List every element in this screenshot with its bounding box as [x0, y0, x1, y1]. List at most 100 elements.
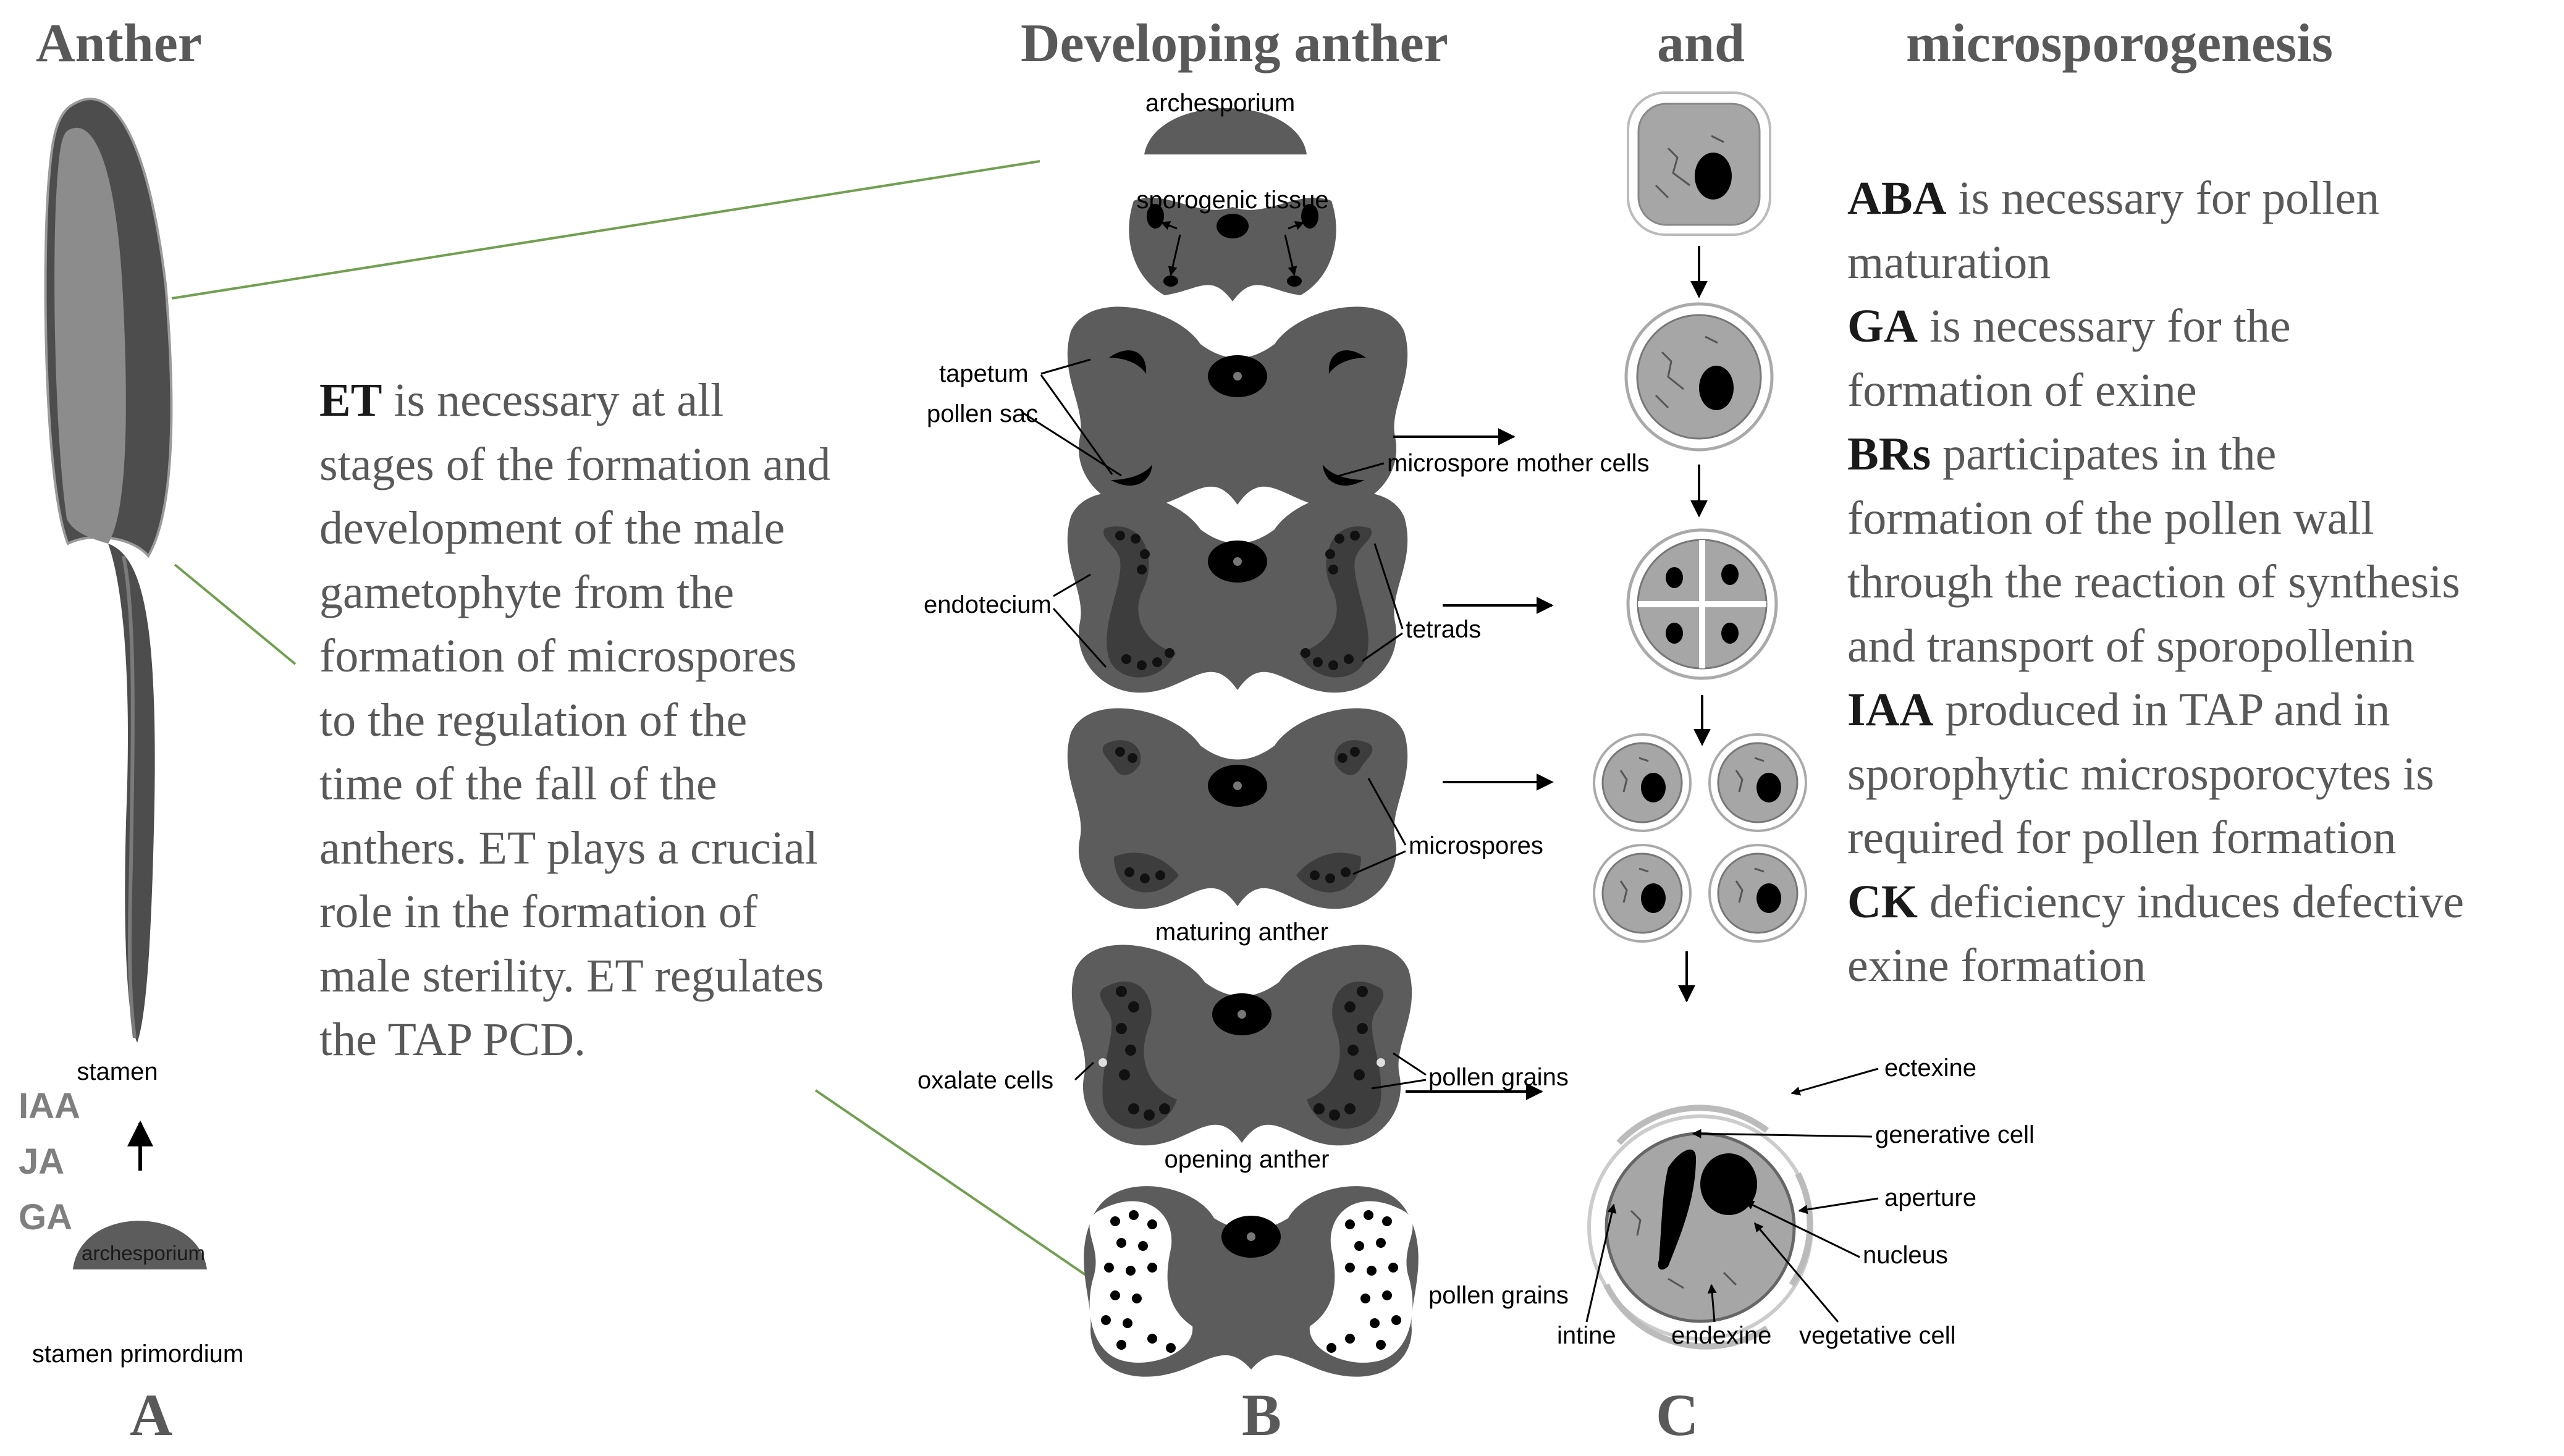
- note-line: produced in TAP and in: [1933, 684, 2390, 736]
- note-line: required for pollen formation: [1847, 812, 2397, 864]
- nucleus-label: nucleus: [1863, 1242, 1948, 1269]
- anther-section-tetrads: [1067, 492, 1408, 693]
- heading-microsporogenesis: microsporogenesis: [1906, 14, 2333, 74]
- brs-bold-label: BRs: [1847, 428, 1931, 480]
- free-microspores: [1593, 733, 1807, 943]
- microspore-mother-cell: [1624, 302, 1774, 452]
- et-description: ET is necessary at all stages of the for…: [319, 369, 950, 1072]
- leader-line: [1585, 1203, 1617, 1323]
- connector-line: [814, 1089, 1104, 1288]
- ectexine-label: ectexine: [1884, 1054, 1976, 1082]
- hormone-ja-label: JA: [19, 1142, 65, 1182]
- ck-bold-label: CK: [1847, 875, 1918, 928]
- endotecium-label: endotecium: [924, 591, 1052, 618]
- iaa-bold-label: IAA: [1847, 684, 1934, 736]
- note-line: participates in the: [1931, 428, 2277, 480]
- generative-cell-label: generative cell: [1875, 1121, 2035, 1148]
- leader-line: [1367, 778, 1407, 846]
- leader-line: [1052, 607, 1107, 668]
- note-line: maturation: [1847, 236, 2051, 288]
- heading-developing-anther: Developing anther: [1021, 14, 1448, 74]
- et-bold-label: ET: [319, 374, 382, 426]
- stamen-label: stamen: [77, 1058, 158, 1085]
- leader-line: [1040, 358, 1091, 375]
- pollen-grains-label-1: pollen grains: [1428, 1064, 1569, 1091]
- note-line: is necessary for the: [1918, 300, 2291, 352]
- hormone-ga-label: GA: [19, 1197, 72, 1237]
- intine-label: intine: [1557, 1322, 1616, 1349]
- et-line: gametophyte from the: [319, 566, 735, 618]
- tetrad-cell: [1626, 528, 1778, 680]
- maturing-anther-label: maturing anther: [1155, 919, 1328, 946]
- et-line: time of the fall of the: [319, 758, 717, 810]
- oxalate-cells-label: oxalate cells: [917, 1067, 1053, 1094]
- connector-line: [174, 563, 297, 665]
- pollen-sac-label: pollen sac: [927, 400, 1038, 427]
- note-line: is necessary for pollen: [1946, 172, 2380, 224]
- tapetum-label: tapetum: [939, 360, 1029, 387]
- heading-and: and: [1657, 14, 1745, 74]
- endexine-label: endexine: [1671, 1322, 1771, 1349]
- leader-line: [1798, 1197, 1879, 1214]
- leader-line: [1328, 462, 1385, 480]
- stamen-illustration: [44, 98, 173, 1043]
- anther-section-mmc: [1067, 306, 1408, 508]
- sporogenous-cell: [1627, 91, 1771, 236]
- hormone-iaa-label: IAA: [19, 1086, 80, 1126]
- et-line: formation of microspores: [319, 630, 797, 682]
- et-line: the TAP PCD.: [319, 1014, 586, 1066]
- et-line: role in the formation of: [319, 886, 758, 938]
- leader-line: [1753, 1222, 1839, 1323]
- note-line: formation of the pollen wall: [1847, 492, 2374, 544]
- tetrads-label: tetrads: [1406, 616, 1481, 643]
- ga-bold-label: GA: [1847, 300, 1918, 352]
- et-line: is necessary at all: [382, 374, 724, 426]
- et-line: stages of the formation and: [319, 438, 831, 490]
- leader-line: [1692, 1129, 1873, 1138]
- archesporium-dome-b: [1144, 108, 1307, 154]
- leader-line: [1074, 1061, 1095, 1081]
- opening-anther-label: opening anther: [1165, 1146, 1330, 1173]
- note-line: through the reaction of synthesis: [1847, 556, 2461, 608]
- stamen-primordium-label: stamen primordium: [32, 1340, 243, 1368]
- anther-section-opening: [1084, 1186, 1419, 1377]
- archesporium-label-b: archesporium: [1145, 90, 1295, 117]
- note-line: and transport of sporopollenin: [1847, 620, 2415, 672]
- anther-section-microspores: [1067, 708, 1408, 909]
- aba-bold-label: ABA: [1847, 172, 1947, 224]
- et-line: male sterility. ET regulates: [319, 949, 824, 1002]
- leader-line: [1790, 1067, 1879, 1096]
- leader-line: [1373, 543, 1404, 629]
- sporogenic-section: [1129, 198, 1336, 301]
- anther-section-maturing: [1071, 945, 1412, 1146]
- panel-letter-b: B: [1242, 1382, 1282, 1448]
- microspores-label: microspores: [1409, 832, 1543, 859]
- et-line: to the regulation of the: [319, 694, 748, 746]
- note-line: sporophytic microsporocytes is: [1847, 747, 2434, 800]
- note-line: deficiency induces defective: [1918, 875, 2465, 928]
- pollen-grain: [1587, 1105, 1813, 1350]
- hormone-notes: ABA is necessary for pollen maturation G…: [1847, 167, 2558, 998]
- et-line: anthers. ET plays a crucial: [319, 822, 818, 874]
- leader-line: [1053, 573, 1091, 597]
- leader-line: [1744, 1200, 1860, 1258]
- leader-line: [1362, 632, 1403, 662]
- note-line: exine formation: [1847, 940, 2146, 991]
- sporogenic-tissue-label: sporogenic tissue: [1136, 187, 1328, 214]
- pollen-grains-label-2: pollen grains: [1428, 1282, 1569, 1309]
- panel-letter-a: A: [130, 1382, 173, 1448]
- panel-letter-c: C: [1656, 1382, 1699, 1448]
- note-line: formation of exine: [1847, 364, 2197, 416]
- leader-line: [1040, 374, 1113, 475]
- leader-line: [1352, 850, 1406, 875]
- aperture-label: aperture: [1884, 1184, 1976, 1211]
- leader-line: [1393, 1052, 1427, 1076]
- leader-line: [1707, 1284, 1717, 1323]
- et-line: development of the male: [319, 502, 785, 554]
- vegetative-cell-label: vegetative cell: [1799, 1322, 1955, 1349]
- microspore-mother-cells-label: microspore mother cells: [1387, 450, 1650, 477]
- heading-anther: Anther: [36, 14, 202, 74]
- leader-line: [1022, 411, 1122, 477]
